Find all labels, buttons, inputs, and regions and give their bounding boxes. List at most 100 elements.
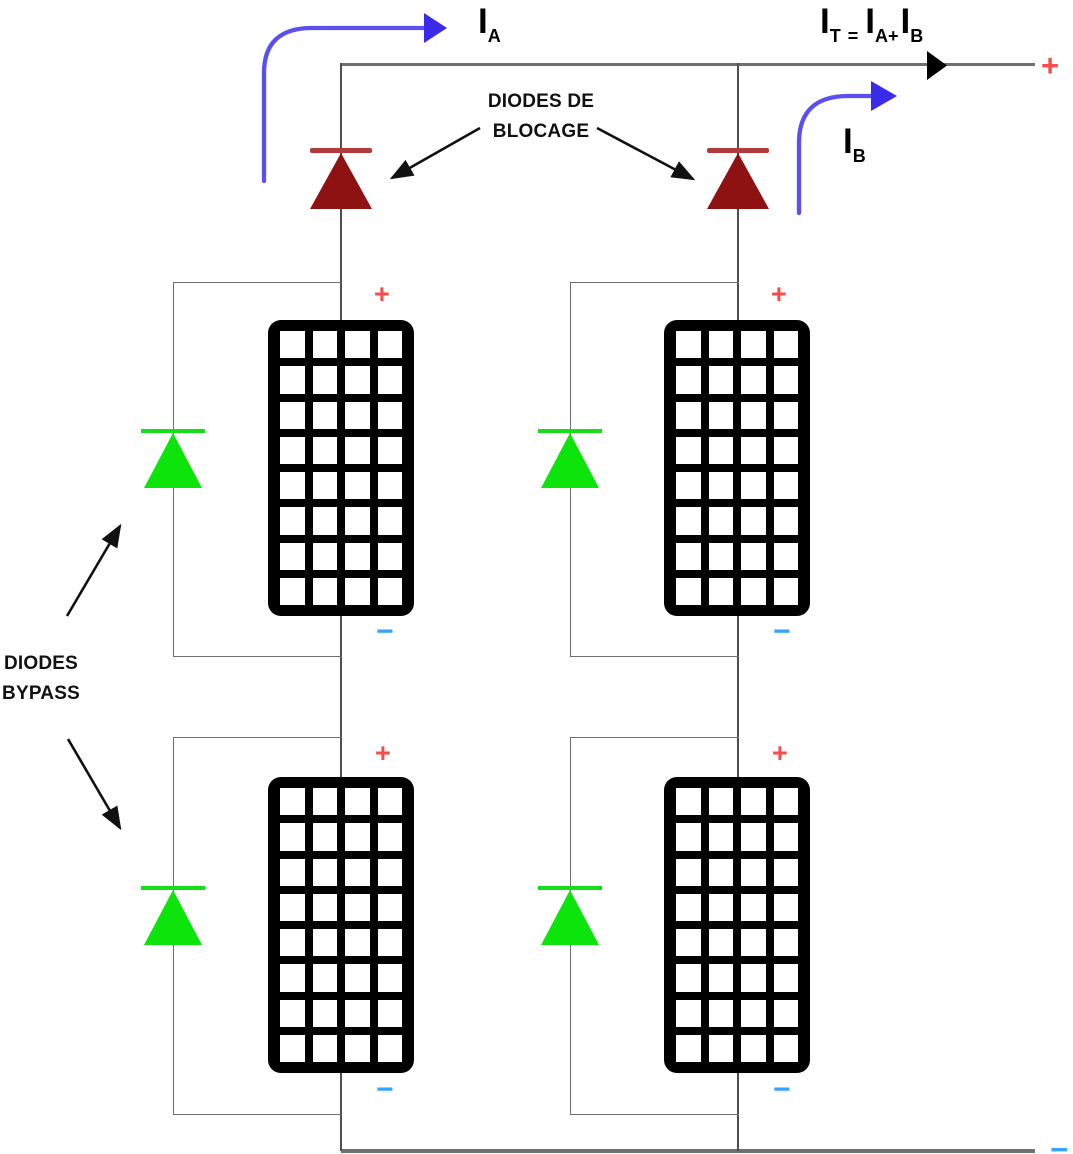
pv-cell [280,436,305,464]
current-it-equation: IT=IA+IB [820,2,923,46]
pv-cell [773,929,798,957]
pv-cell [280,472,305,500]
pv-cell [280,401,305,429]
pv-cell [676,436,701,464]
pv-cell [741,401,766,429]
pv-module-b2 [664,777,810,1073]
pv-cell [741,964,766,992]
pv-cell [312,929,337,957]
top-bus-wire [341,63,1035,66]
pv-cell [377,577,402,605]
bypass-note-line2: BYPASS [2,683,80,704]
pv-cell [312,823,337,851]
pv-cell [345,788,370,816]
ib-subscript: B [852,146,866,166]
pv-cell [708,964,733,992]
pv-module-b1 [664,320,810,616]
pv-cell [773,542,798,570]
bypass-diode-a1-triangle-icon [144,433,202,488]
pv-cell [708,401,733,429]
bypass-diode-b1-triangle-icon [541,433,599,488]
pv-cell [676,788,701,816]
pv-cell [676,823,701,851]
pv-cell [312,964,337,992]
pv-cell [345,964,370,992]
pv-cell [312,893,337,921]
pv-cell [741,507,766,535]
pv-cell [741,366,766,394]
pv-cell [708,858,733,886]
pv-cell [312,366,337,394]
pv-cell [741,1034,766,1062]
pv-cell [377,929,402,957]
pv-cell [676,401,701,429]
pv-cell [280,858,305,886]
pv-cell [708,788,733,816]
pv-cell [377,893,402,921]
pv-cell [312,577,337,605]
pv-cell [345,366,370,394]
bottom-bus-wire [341,1149,1035,1153]
pv-cell [741,436,766,464]
pv-cell [312,1034,337,1062]
pv-cell [280,893,305,921]
pv-cell [280,577,305,605]
pv-cell [345,331,370,359]
pv-cell [312,507,337,535]
pv-cell [676,366,701,394]
pv-cell [741,929,766,957]
pv-cell [312,999,337,1027]
pv-cell [676,472,701,500]
pv-cell [708,577,733,605]
pv-cell [773,436,798,464]
pv-cell [280,542,305,570]
pv-cell [312,401,337,429]
pv-cell [708,999,733,1027]
pv-cell [345,542,370,570]
pv-cell [708,929,733,957]
it-subscript: T [829,26,841,46]
pv-a2-plus-label: + [375,738,391,768]
pv-cell [377,472,402,500]
pv-a2-minus-label: − [376,1073,394,1106]
pv-cell [708,1034,733,1062]
pv-cell [345,401,370,429]
current-ib-label: IB [843,122,866,166]
it-ia-subscript: A+ [874,26,899,46]
pv-cell [676,999,701,1027]
pv-b1-minus-label: − [773,615,791,648]
pv-cell [312,331,337,359]
pv-b1-plus-label: + [771,279,787,309]
pv-module-b2-grid [676,788,798,1062]
pv-cell [345,1034,370,1062]
blocking-diode-b-cathode-bar-icon [707,148,769,153]
pv-cell [708,893,733,921]
pv-cell [280,1034,305,1062]
it-ib-symbol: I [900,2,911,41]
pv-cell [280,929,305,957]
pv-cell [708,542,733,570]
pv-cell [377,331,402,359]
pv-cell [280,788,305,816]
pv-cell [377,999,402,1027]
it-ia-symbol: I [865,2,875,41]
pv-cell [773,858,798,886]
pv-module-a2-grid [280,788,402,1062]
pv-cell [741,472,766,500]
pv-cell [773,366,798,394]
pv-cell [741,788,766,816]
pv-module-a1-grid [280,331,402,605]
pv-cell [312,858,337,886]
pv-cell [377,436,402,464]
pv-cell [676,577,701,605]
pv-cell [741,331,766,359]
output-plus-label: + [1041,48,1060,83]
pv-cell [708,507,733,535]
pv-cell [676,929,701,957]
pv-cell [312,436,337,464]
pv-cell [708,331,733,359]
it-ib-subscript: B [910,26,924,46]
pv-cell [280,999,305,1027]
pv-cell [708,472,733,500]
